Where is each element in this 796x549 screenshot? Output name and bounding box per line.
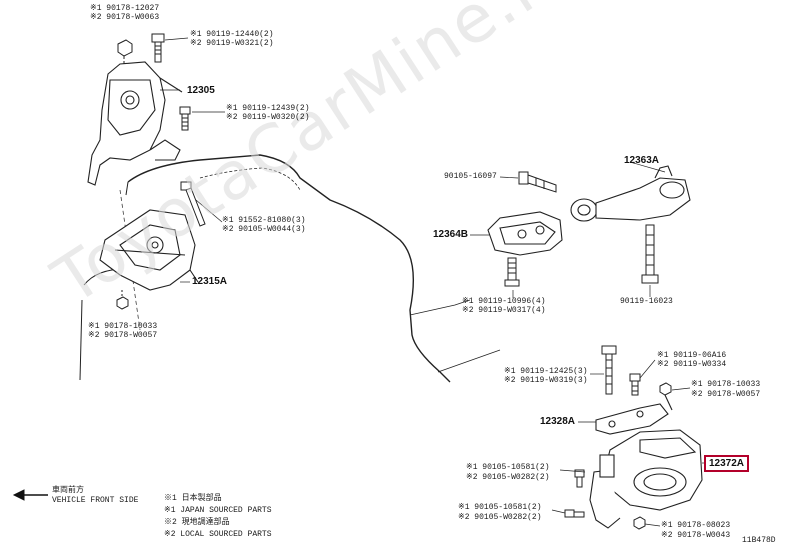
bracket-12364B	[487, 211, 563, 256]
bracket-12315A	[99, 209, 199, 291]
label-bolt-right-2: ※2 90119-W0317(4)	[462, 306, 546, 315]
mount-12372A	[589, 429, 703, 529]
diagram-id: 11B478D	[742, 536, 776, 545]
label-bolt-br-a2: ※2 90119-W0319(3)	[504, 376, 588, 385]
legend-japan-jp: ※1 日本製部品	[164, 494, 222, 503]
front-direction-arrow-icon	[12, 489, 48, 501]
part-12363A[interactable]: 12363A	[624, 155, 660, 166]
label-nut-left-2: ※2 90178-W0057	[88, 331, 158, 340]
part-12372A-highlighted[interactable]: 12372A	[704, 455, 750, 472]
part-12364B[interactable]: 12364B	[433, 229, 469, 240]
label-bolt-br-d1: ※1 90105-10581(2)	[458, 503, 542, 512]
part-12328A[interactable]: 12328A	[540, 416, 576, 427]
bolt-icon	[629, 373, 641, 396]
bolt-icon	[179, 106, 191, 131]
label-bolt-top-1: ※1 90119-12440(2)	[190, 30, 274, 39]
bolt-icon	[180, 181, 206, 227]
label-nut-br-2: ※2 90178-W0057	[691, 390, 761, 399]
engine-outline	[127, 154, 451, 383]
label-bolt-top-2: ※2 90119-W0321(2)	[190, 39, 274, 48]
leader-lines	[160, 37, 705, 527]
label-nut-bottom-1: ※1 90178-08023	[661, 521, 731, 530]
label-nut-top-1: ※1 90178-12027	[90, 4, 160, 13]
label-bolt-16023: 90119-16023	[620, 297, 673, 306]
label-nut-top-2: ※2 90178-W0063	[90, 13, 160, 22]
nut-icon	[116, 290, 129, 310]
label-bolt-br-d2: ※2 90105-W0282(2)	[458, 513, 542, 522]
legend-front-jp: 車両前方	[52, 486, 84, 495]
legend-local-jp: ※2 現地調達部品	[164, 518, 230, 527]
bolt-icon	[151, 33, 165, 63]
part-12305[interactable]: 12305	[187, 85, 215, 96]
label-bolt-br-c2: ※2 90105-W0282(2)	[466, 473, 550, 482]
legend-front-en: VEHICLE FRONT SIDE	[52, 496, 139, 505]
label-bolt-mid-2: ※2 90119-W0320(2)	[226, 113, 310, 122]
label-bolt-right-1: ※1 90119-10996(4)	[462, 297, 546, 306]
label-bolt-br-b1: ※1 90119-06A16	[657, 351, 727, 360]
bracket-12328A	[595, 394, 673, 435]
bolt-icon	[601, 345, 617, 395]
label-bolt-mid-1: ※1 90119-12439(2)	[226, 104, 310, 113]
label-nut-br-1: ※1 90178-10033	[691, 380, 761, 389]
part-12315A[interactable]: 12315A	[192, 276, 228, 287]
label-bolt-left-2: ※2 90105-W0044(3)	[222, 225, 306, 234]
label-bolt-left-1: ※1 91552-81080(3)	[222, 216, 306, 225]
legend-japan-en: ※1 JAPAN SOURCED PARTS	[164, 506, 272, 515]
label-bolt-br-c1: ※1 90105-10581(2)	[466, 463, 550, 472]
label-bolt-16097: 90105-16097	[444, 172, 497, 181]
label-nut-bottom-2: ※2 90178-W0043	[661, 531, 731, 540]
bolt-icon	[518, 171, 557, 193]
torque-rod-12363A	[570, 165, 691, 222]
legend-local-en: ※2 LOCAL SOURCED PARTS	[164, 530, 272, 539]
label-nut-left-1: ※1 90178-10033	[88, 322, 158, 331]
bolt-icon	[641, 224, 659, 284]
bolt-icon	[504, 257, 520, 287]
nut-icon	[659, 382, 672, 396]
bracket-12305	[87, 61, 183, 186]
nut-icon	[633, 516, 646, 530]
bolt-icon	[574, 469, 585, 488]
bolt-icon	[564, 509, 585, 518]
label-bolt-br-a1: ※1 90119-12425(3)	[504, 367, 588, 376]
label-bolt-br-b2: ※2 90119-W0334	[657, 360, 727, 369]
